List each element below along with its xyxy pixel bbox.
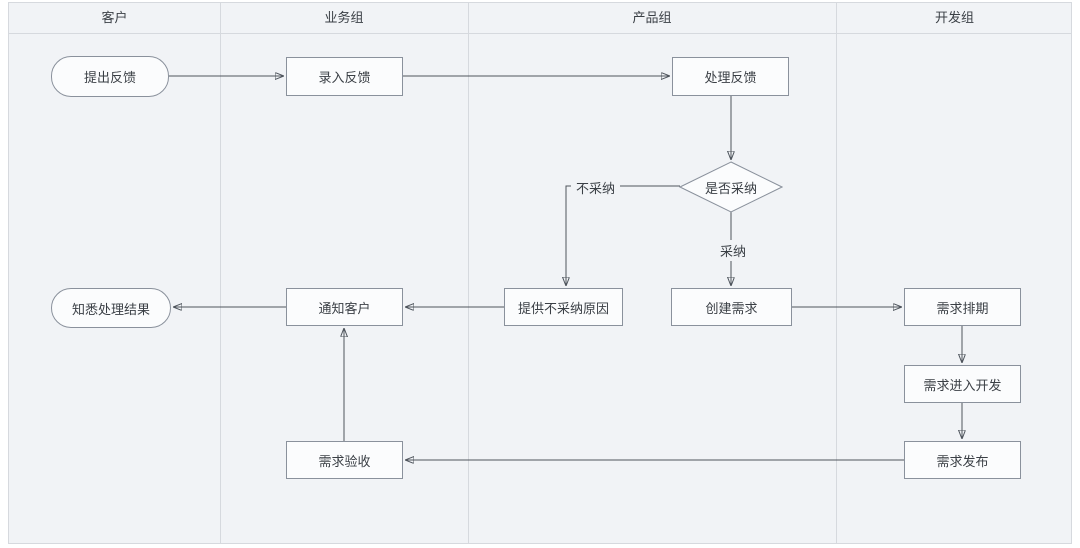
diamond-shape-icon xyxy=(679,161,783,213)
lane-header-dev: 开发组 xyxy=(934,10,974,25)
lane-divider-1 xyxy=(220,3,221,543)
node-label: 通知客户 xyxy=(318,300,371,316)
lane-divider-2 xyxy=(468,3,469,543)
node-label: 知悉处理结果 xyxy=(71,301,150,317)
node-reject-reason[interactable]: 提供不采纳原因 xyxy=(504,288,623,326)
node-label: 需求排期 xyxy=(936,300,989,316)
edge-decision-to-reject-reason xyxy=(566,185,680,285)
node-label: 创建需求 xyxy=(705,300,758,316)
lane-header-business: 业务组 xyxy=(324,10,364,25)
node-notify-customer[interactable]: 通知客户 xyxy=(286,288,403,326)
lane-divider-3 xyxy=(836,3,837,543)
swimlane-diagram: 客户 业务组 产品组 开发组 提出反馈 录入反馈 处理反馈 xyxy=(8,2,1072,544)
node-label: 录入反馈 xyxy=(318,70,371,85)
node-label: 提出反馈 xyxy=(83,70,136,85)
node-accept-requirement[interactable]: 需求验收 xyxy=(286,441,403,479)
node-know-result[interactable]: 知悉处理结果 xyxy=(51,288,171,328)
node-adopt-decision[interactable]: 是否采纳 xyxy=(679,161,783,213)
lane-header-product: 产品组 xyxy=(632,10,672,25)
node-label: 是否采纳 xyxy=(704,180,757,196)
node-label: 需求进入开发 xyxy=(923,377,1002,393)
node-record-feedback[interactable]: 录入反馈 xyxy=(286,57,403,96)
node-label: 提供不采纳原因 xyxy=(517,300,609,316)
node-create-requirement[interactable]: 创建需求 xyxy=(671,288,792,326)
node-schedule-requirement[interactable]: 需求排期 xyxy=(904,288,1021,326)
node-label: 处理反馈 xyxy=(704,70,757,85)
lane-header-divider xyxy=(9,33,1071,34)
node-label: 需求发布 xyxy=(936,453,989,469)
edge-label-adopt: 采纳 xyxy=(715,240,752,261)
node-develop-requirement[interactable]: 需求进入开发 xyxy=(904,365,1021,403)
node-release-requirement[interactable]: 需求发布 xyxy=(904,441,1021,479)
lane-header-customer: 客户 xyxy=(101,10,128,25)
node-label: 需求验收 xyxy=(318,453,371,469)
node-process-feedback[interactable]: 处理反馈 xyxy=(672,57,789,96)
node-submit-feedback[interactable]: 提出反馈 xyxy=(51,56,169,97)
edge-label-reject: 不采纳 xyxy=(571,177,621,198)
